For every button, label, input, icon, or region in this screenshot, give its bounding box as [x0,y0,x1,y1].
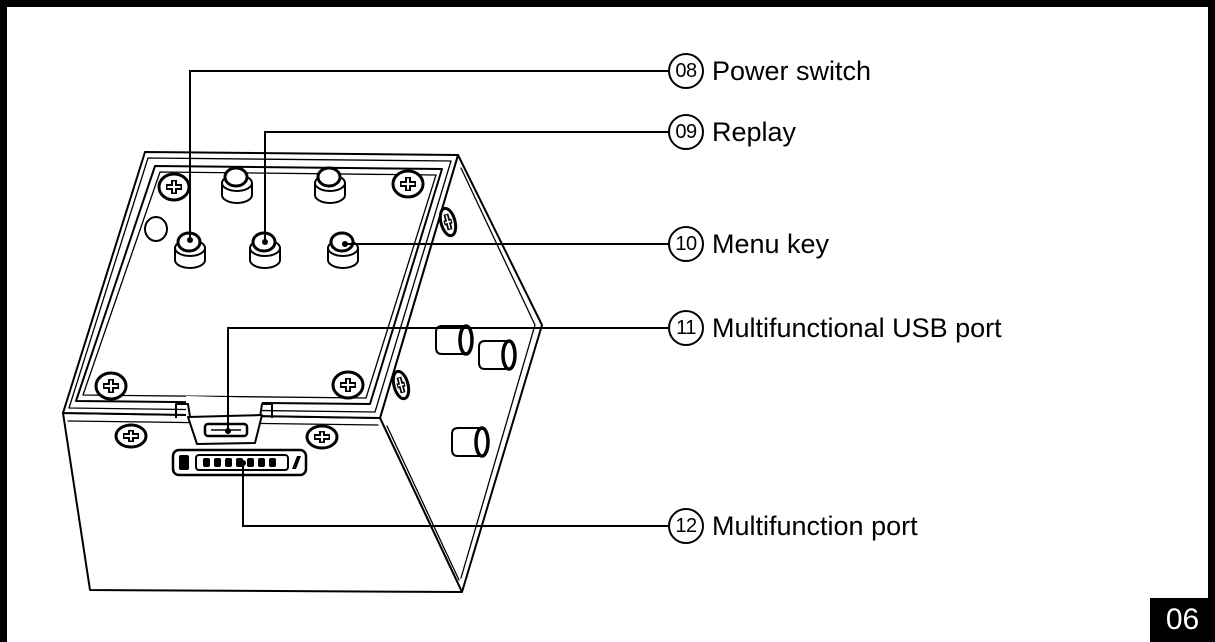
screw [391,169,425,199]
leader-power-switch [189,70,668,240]
leader-endpoints [187,237,348,466]
callout-usb-port: 11 Multifunctional USB port [668,310,1002,346]
button-cap [316,166,342,188]
top-lid-outer [75,165,443,405]
button-power-switch [174,231,206,269]
callout-number-badge: 08 [668,53,704,89]
leader-lines [189,70,668,527]
top-hole [144,216,168,242]
port-pin [247,458,254,467]
screw-cross-slot [401,178,415,190]
top-lid-inner [82,171,437,399]
screw-cross-slot [315,432,329,442]
screw-cross-slot [397,378,405,392]
button-upper-right [314,166,346,204]
leader-replay [264,131,668,242]
callout-label: Power switch [712,55,872,86]
callout-label: Replay [712,116,797,147]
screw [391,369,411,401]
callout-power-switch: 08 Power switch [668,53,871,89]
usb-port [175,396,273,445]
button-upper-left [221,166,253,204]
leader-usb-port [227,327,668,431]
button-replay [249,231,281,269]
screw-cross-slot [104,380,118,392]
leader-dot [240,460,246,466]
port-pin [214,458,221,467]
knob-end [474,426,490,458]
page-number: 06 [1150,598,1215,642]
callout-menu-key: 10 Menu key [668,226,829,262]
lid-notch-right-tab [259,403,273,418]
screw-cross-slot [167,181,181,193]
leader-dot [342,241,348,247]
port-pin [258,458,265,467]
side-knobs [435,324,517,458]
knob-end [501,339,517,371]
leader-multifunction-port [242,463,668,527]
screw-cross-slot [341,379,355,391]
screw [438,206,458,238]
top-buttons [174,166,359,269]
knob [478,339,517,371]
callout-multifunction-port: 12 Multifunction port [668,508,918,544]
callout-replay: 09 Replay [668,114,796,150]
corner-edge-bevel [386,425,460,581]
callout-label: Menu key [712,228,830,259]
button-cap [223,166,249,188]
screw [331,370,365,400]
port-pin [225,458,232,467]
screw [157,172,191,202]
callout-label: Multifunction port [712,510,918,541]
front-screws [114,423,339,450]
screw [114,423,148,449]
port-right-latch [292,456,301,469]
side-screws [391,206,458,401]
lid-notch-left-tab [175,403,191,418]
top-screws [94,169,425,401]
callout-label: Multifunctional USB port [712,312,1002,343]
screw-cross-slot [444,215,452,229]
leader-dot [187,237,193,243]
screw-cross-slot [124,431,138,441]
callout-number-badge: 12 [668,508,704,544]
knob [435,324,474,356]
callout-number-badge: 11 [668,310,704,346]
button-cap [329,231,355,253]
callout-number-badge: 09 [668,114,704,150]
port-pin [203,458,210,467]
leader-dot [225,428,231,434]
screw [94,371,128,401]
right-face-bevel [460,167,536,579]
screw [305,424,339,450]
port-left-latch [179,455,189,470]
leader-dot [262,239,268,245]
knob-end [458,324,474,356]
knob [451,426,490,458]
top-face-rim [68,157,452,413]
port-pin [269,458,276,467]
callout-number-badge: 10 [668,226,704,262]
